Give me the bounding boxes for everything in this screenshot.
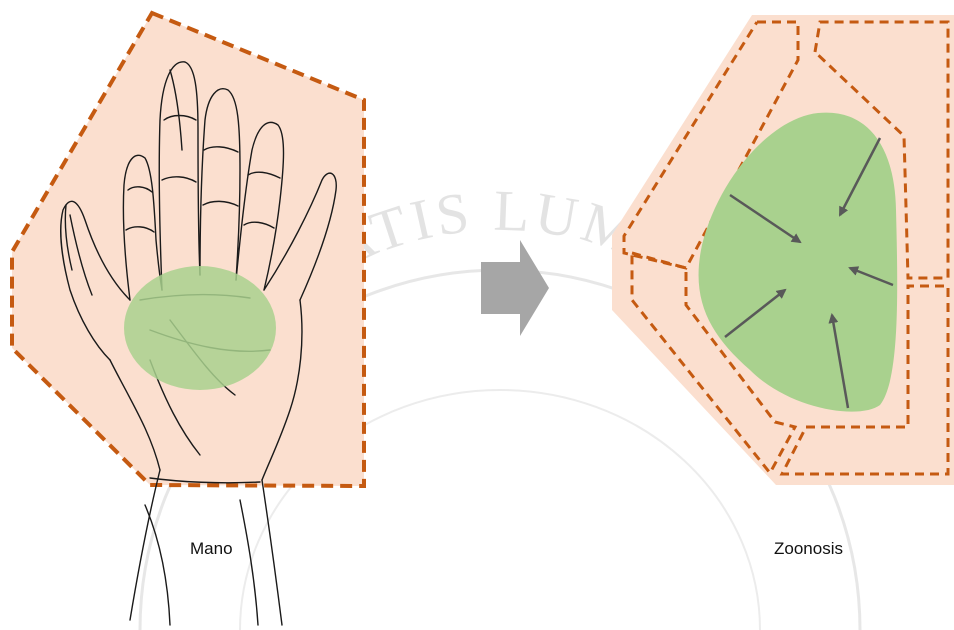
caption-hand: Mano bbox=[190, 539, 233, 559]
block-arrow-right-icon bbox=[481, 240, 549, 336]
hand-diagram bbox=[12, 13, 364, 625]
hand-zone-boundary bbox=[12, 13, 364, 486]
zoonosis-diagram bbox=[612, 15, 954, 485]
palm-green-area bbox=[124, 266, 276, 390]
caption-zoonosis: Zoonosis bbox=[774, 539, 843, 559]
